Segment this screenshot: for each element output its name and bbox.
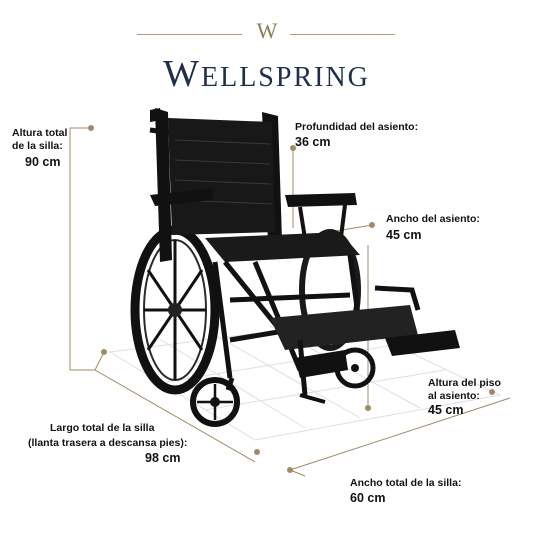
front-caster-left	[190, 377, 240, 427]
label-altura-piso: Altura del piso al asiento:	[428, 377, 501, 403]
label-largo-total-line1: Largo total de la silla	[50, 422, 155, 434]
brand-name-rest: ELLSPRING	[200, 62, 370, 93]
label-largo-total-detail: (llanta trasera a descansa pies):	[28, 437, 188, 449]
label-altura-total: Altura total de la silla:	[12, 127, 67, 153]
value-profundidad: 36 cm	[295, 135, 331, 149]
far-wheel	[299, 229, 361, 351]
brand-divider-left	[137, 34, 242, 35]
value-ancho-asiento: 45 cm	[386, 228, 422, 242]
brand-name: WELLSPRING	[0, 52, 533, 96]
rear-wheel	[130, 225, 220, 395]
label-altura-total-line2: de la silla:	[12, 140, 63, 152]
brand-monogram: W	[256, 18, 278, 43]
label-altura-total-line1: Altura total	[12, 127, 68, 139]
value-altura-piso: 45 cm	[428, 403, 464, 417]
value-altura-total: 90 cm	[25, 155, 61, 169]
label-altura-piso-line1: Altura del piso	[428, 377, 501, 389]
brand-name-initial: W	[163, 53, 201, 95]
label-ancho-total: Ancho total de la silla:	[350, 477, 462, 489]
brand-mark: W	[0, 18, 533, 48]
seat	[205, 232, 360, 262]
front-caster-right	[334, 347, 376, 389]
backrest	[149, 108, 282, 262]
value-largo-total: 98 cm	[145, 451, 181, 465]
armrest-right	[285, 193, 357, 207]
value-ancho-total: 60 cm	[350, 491, 386, 505]
label-ancho-asiento: Ancho del asiento:	[386, 213, 480, 225]
armrest-left	[150, 188, 214, 206]
dimension-line-altura-total	[69, 125, 95, 371]
wheelchair-icon	[130, 108, 460, 427]
label-altura-piso-line2: al asiento:	[428, 390, 480, 402]
dimension-line-ancho-total	[287, 389, 511, 477]
brand-divider-right	[290, 34, 395, 35]
dimension-line-largo-total	[94, 349, 260, 463]
label-profundidad: Profundidad del asiento:	[295, 121, 419, 133]
label-largo-total: Largo total de la silla	[50, 422, 154, 435]
